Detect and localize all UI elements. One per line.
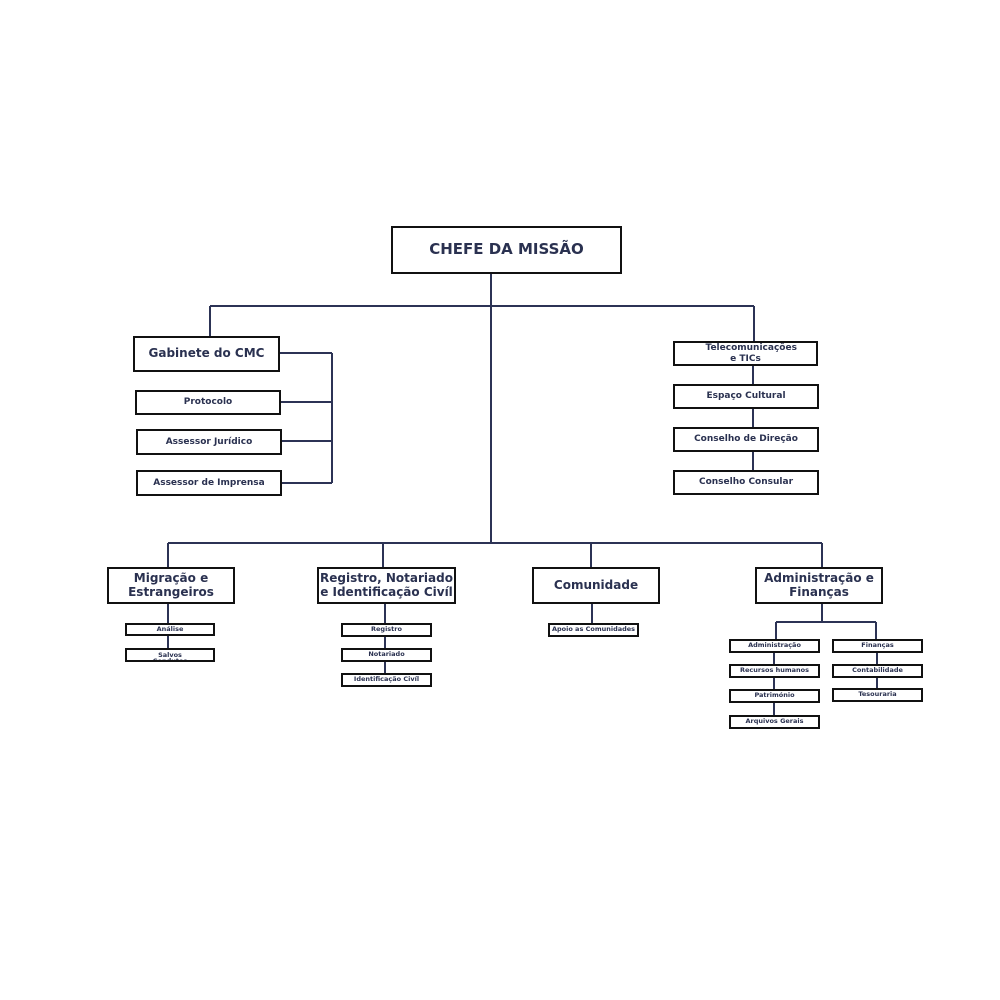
administracao-label: Administração [748,641,801,650]
migracao-box: Migração e Estrangeiros [107,567,235,604]
contabilidade-box: Contabilidade [832,664,923,678]
chief-box: CHEFE DA MISSÃO [391,226,622,274]
tesouraria-box: Tesouraria [832,688,923,702]
financas-label: Finanças [861,641,894,650]
vistos-box: Vistos e Salvos Condutos [125,648,215,662]
conselho-direcao-label: Conselho de Direção [694,434,798,445]
registro-notariado-box: Registro, Notariado e Identificação Civí… [317,567,456,604]
financas-box: Finanças [832,639,923,653]
assessor-juridico-label: Assessor Jurídico [165,436,253,447]
assessor-imprensa-box: Assessor de Imprensa [136,470,282,496]
notariado-box: Notariado [341,648,432,662]
analise-box: Análise [125,623,215,636]
chief-label: CHEFE DA MISSÃO [429,240,584,259]
registro-notariado-label: Registro, Notariado e Identificação Civí… [320,570,453,599]
administracao-box: Administração [729,639,820,653]
protocolo-label: Protocolo [183,397,233,408]
conselho-consular-box: Conselho Consular [673,470,819,495]
arquivos-gerais-box: Arquivos Gerais [729,715,820,729]
protocolo-box: Protocolo [135,390,281,415]
registro-label: Registro [371,625,402,634]
registro-box: Registro [341,623,432,637]
apoio-comunidades-box: Apoio as Comunidades [548,623,639,637]
espaco-cultural-box: Espaço Cultural [673,384,819,409]
identificacao-civil-label: Identificação Civíl [353,675,420,684]
apoio-comunidades-label: Apoio as Comunidades [551,625,636,634]
migracao-label: Migração e Estrangeiros [128,570,214,599]
conselho-consular-label: Conselho Consular [698,477,794,488]
administracao-financas-box: Administração e Finanças [755,567,883,604]
telecomunicacoes-label: Telecomunicações e TICs [705,343,797,364]
notariado-label: Notariado [368,650,405,659]
vistos-label: Vistos e Salvos Condutos [152,648,188,662]
recursos-humanos-box: Recursos humanos [729,664,820,678]
telecomunicacoes-box: Telecomunicações e TICs [673,341,818,366]
patrimonio-label: Património [754,691,795,700]
conselho-direcao-box: Conselho de Direção [673,427,819,452]
arquivos-gerais-label: Arquivos Gerais [745,717,804,726]
gabinete-label: Gabinete do CMC [148,346,265,361]
identificacao-civil-box: Identificação Civíl [341,673,432,687]
comunidade-box: Comunidade [532,567,660,604]
patrimonio-box: Património [729,689,820,703]
contabilidade-label: Contabilidade [852,666,903,675]
analise-label: Análise [156,624,184,633]
assessor-juridico-box: Assessor Jurídico [136,429,282,455]
gabinete-box: Gabinete do CMC [133,336,280,372]
administracao-financas-label: Administração e Finanças [764,570,874,599]
assessor-imprensa-label: Assessor de Imprensa [153,477,265,488]
comunidade-label: Comunidade [553,577,639,592]
espaco-cultural-label: Espaço Cultural [706,391,786,402]
recursos-humanos-label: Recursos humanos [740,666,809,675]
tesouraria-label: Tesouraria [858,690,897,699]
